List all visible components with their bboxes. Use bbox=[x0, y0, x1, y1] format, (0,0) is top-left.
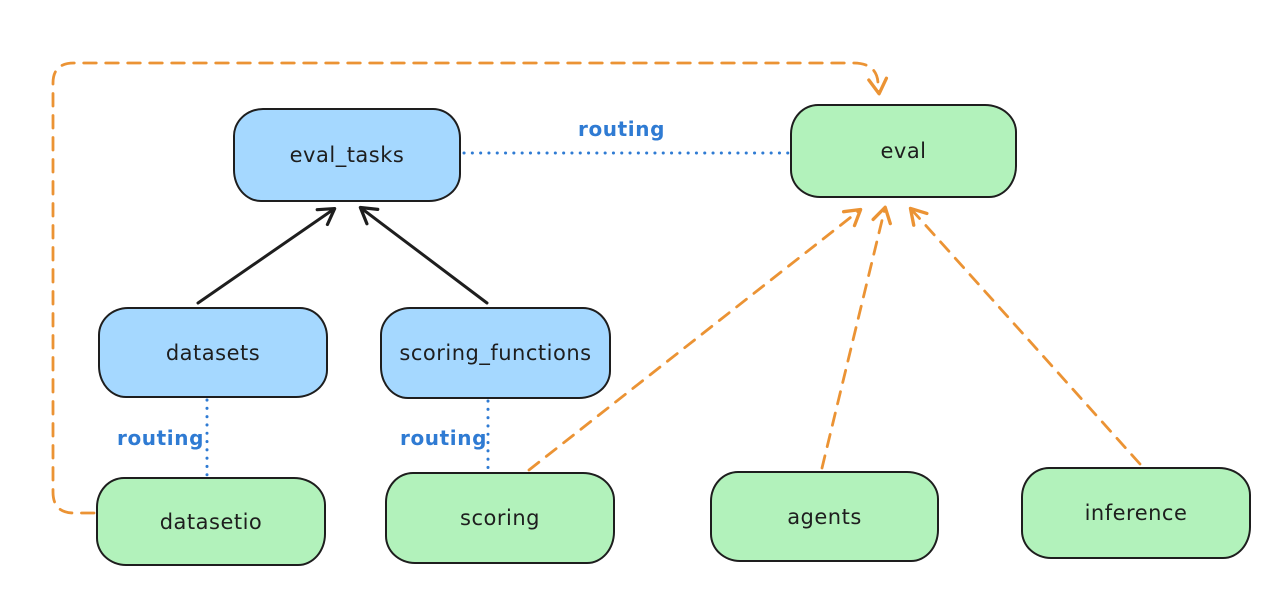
edge-datasets-to-eval-tasks bbox=[196, 206, 337, 305]
edge-scoring-to-eval bbox=[527, 207, 863, 472]
node-scoring-functions: scoring_functions bbox=[380, 307, 611, 399]
edge-label-routing-eval-tasks-eval: routing bbox=[578, 117, 666, 141]
edge-datasetio-to-eval bbox=[51, 61, 889, 515]
node-agents: agents bbox=[710, 471, 939, 562]
node-eval-tasks-label: eval_tasks bbox=[289, 143, 405, 167]
node-eval: eval bbox=[790, 104, 1017, 198]
node-inference-label: inference bbox=[1084, 501, 1188, 525]
node-eval-tasks: eval_tasks bbox=[233, 108, 461, 202]
node-eval-label: eval bbox=[880, 139, 927, 163]
node-datasetio: datasetio bbox=[96, 477, 326, 566]
node-datasets-label: datasets bbox=[165, 340, 261, 365]
node-datasets: datasets bbox=[98, 307, 328, 398]
node-agents-label: agents bbox=[787, 504, 862, 529]
node-scoring: scoring bbox=[385, 472, 615, 564]
node-inference: inference bbox=[1021, 467, 1251, 559]
edge-label-routing-datasets-datasetio: routing bbox=[117, 426, 205, 450]
node-scoring-label: scoring bbox=[460, 506, 540, 530]
node-datasetio-label: datasetio bbox=[159, 509, 263, 534]
edge-agents-to-eval bbox=[820, 205, 892, 470]
edge-label-routing-scoring-functions-scoring: routing bbox=[400, 426, 488, 450]
node-scoring-functions-label: scoring_functions bbox=[399, 341, 592, 365]
edge-inference-to-eval bbox=[908, 206, 1142, 466]
edge-scoring-functions-to-eval-tasks bbox=[358, 205, 489, 305]
